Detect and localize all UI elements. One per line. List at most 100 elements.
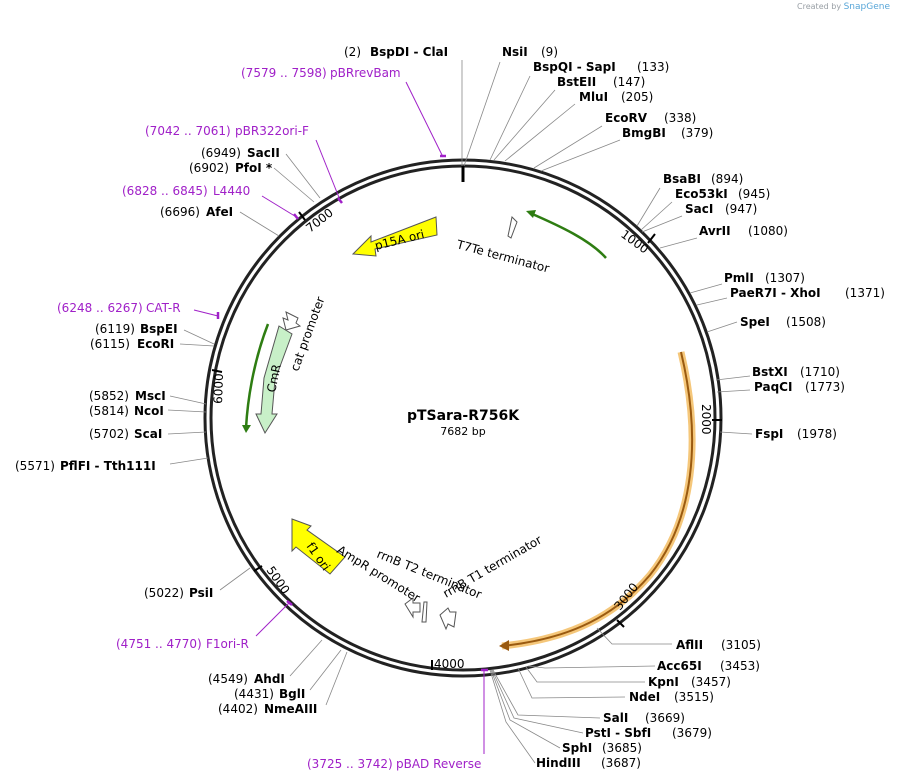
connector-afei <box>239 211 280 237</box>
rrnb-t1-terminator-label: rrnB T1 terminator <box>441 533 545 601</box>
enz-name-ncoi: NcoI <box>134 404 164 418</box>
enz-name-aflii: AflII <box>676 638 703 652</box>
enz-pos-acc65i: (3453) <box>720 659 760 673</box>
connector-l4440 <box>261 195 299 219</box>
rrnb-t2-terminator-feature <box>421 601 428 623</box>
enz-name-spei: SpeI <box>740 315 770 329</box>
enz-pos-ndei: (3515) <box>674 690 714 704</box>
enz-name-sphi: SphI <box>562 741 592 755</box>
p15a-ori-feature <box>351 216 438 257</box>
tick-7000 <box>298 211 306 221</box>
connector-nmeaiii <box>325 651 348 706</box>
enz-name-pmli: PmlI <box>724 271 754 285</box>
connector-msci <box>169 395 207 405</box>
enz-name-nmeaiii: NmeAIII <box>264 702 317 716</box>
cat-promoter-label: cat promoter <box>288 295 328 373</box>
primer-range-pbad-reverse: (3725 .. 3742) <box>307 757 393 771</box>
tick-6000 <box>211 369 223 373</box>
credit-prefix: Created by <box>797 2 842 11</box>
connector-bspqi-sapi <box>489 75 531 161</box>
enz-pos-psii: (5022) <box>144 586 184 600</box>
enz-name-mlui: MluI <box>579 90 608 104</box>
enz-pos-fspi: (1978) <box>797 427 837 441</box>
connector-pbrrevbam <box>405 81 444 158</box>
tick-3000 <box>616 619 625 628</box>
primer-range-l4440: (6828 .. 6845) <box>122 184 208 198</box>
enz-pos-msci: (5852) <box>89 389 129 403</box>
connector-acc65i <box>527 665 656 669</box>
green-arc-t7te <box>529 211 607 259</box>
enz-name-pfoi: PfoI * <box>235 161 273 175</box>
tick-label-4000: 4000 <box>434 657 465 671</box>
ampr-promoter-feature <box>404 597 421 619</box>
green-arc-cmr-arrowhead <box>242 425 251 433</box>
enz-name-nsii: NsiI <box>502 45 528 59</box>
primer-name-pbad-reverse: pBAD Reverse <box>396 757 481 771</box>
enz-name-kpni: KpnI <box>648 675 679 689</box>
connector-spei <box>706 321 738 333</box>
connector-bmgbi <box>540 139 621 172</box>
enz-name-paqci: PaqCI <box>754 380 792 394</box>
connector-bsabi <box>636 187 661 227</box>
enz-name-afei: AfeI <box>206 205 233 219</box>
primer-name-f1ori-r: F1ori-R <box>206 637 249 651</box>
enz-name-saci: SacI <box>685 202 713 216</box>
enz-pos-aflii: (3105) <box>721 638 761 652</box>
cmr-label: CmR <box>264 363 284 394</box>
connector-sphi <box>490 669 561 749</box>
enz-name-bsteii: BstEII <box>557 75 596 89</box>
enz-name-bspqi-sapi: BspQI - SapI <box>533 60 616 74</box>
tick-label-5000: 5000 <box>264 564 293 597</box>
enz-pos-nsii: (9) <box>541 45 558 59</box>
enz-name-bstxi: BstXI <box>752 365 788 379</box>
enzyme-connectors <box>167 60 753 764</box>
connector-kpni <box>525 666 645 683</box>
enz-name-ndei: NdeI <box>629 690 660 704</box>
connector-psti-sbfi <box>491 669 584 734</box>
connector-bspei <box>183 329 215 345</box>
enz-name-sali: SalI <box>603 711 628 725</box>
connector-pflfi-tth111i <box>169 457 209 465</box>
mark-l4440 <box>293 213 299 220</box>
enz-name-avrii: AvrII <box>699 224 731 238</box>
tick-5000 <box>253 565 263 572</box>
enz-pos-pflfi-tth111i: (5571) <box>15 459 55 473</box>
enz-name-ahdi: AhdI <box>254 672 285 686</box>
enz-name-bgli: BglI <box>279 687 305 701</box>
enz-pos-sacii: (6949) <box>201 146 241 160</box>
enz-pos-mlui: (205) <box>621 90 653 104</box>
enz-name-acc65i: Acc65I <box>657 659 702 673</box>
tick-label-1000: 1000 <box>618 227 651 256</box>
enz-name-scai: ScaI <box>134 427 162 441</box>
connector-fspi <box>719 431 753 435</box>
enz-pos-eco53ki: (945) <box>738 187 770 201</box>
connector-sacii <box>285 153 321 199</box>
cmr-feature <box>255 325 293 435</box>
rrnb-t1-terminator-feature <box>439 607 457 631</box>
connector-bgli <box>309 649 342 691</box>
connector-pbr322ori-f <box>315 139 341 201</box>
enz-name-eco53ki: Eco53kI <box>675 187 728 201</box>
enz-name-bspdi-clai: BspDI - ClaI <box>370 45 448 59</box>
t7te-terminator-label: T7Te terminator <box>454 237 551 275</box>
primer-range-cat-r: (6248 .. 6267) <box>57 301 143 315</box>
connector-pmli <box>689 283 723 294</box>
enz-pos-hindiii: (3687) <box>601 756 641 770</box>
enz-pos-ecorv: (338) <box>664 111 696 125</box>
t7te-terminator-feature <box>507 215 518 239</box>
enz-pos-afei: (6696) <box>160 205 200 219</box>
cat-promoter-feature <box>282 311 302 331</box>
primer-connectors <box>193 81 488 754</box>
enz-pos-paqci: (1773) <box>805 380 845 394</box>
enz-pos-psti-sbfi: (3679) <box>672 726 712 740</box>
connector-eco53ki <box>640 201 673 231</box>
green-arc-cmr <box>244 323 270 429</box>
enz-pos-bspqi-sapi: (133) <box>637 60 669 74</box>
plasmid-size: 7682 bp <box>440 425 485 438</box>
enz-pos-spei: (1508) <box>786 315 826 329</box>
enz-name-pflfi-tth111i: PflFI - Tth111I <box>60 459 156 473</box>
enz-name-ecori: EcoRI <box>137 337 174 351</box>
enz-name-fspi: FspI <box>755 427 783 441</box>
enz-pos-sphi: (3685) <box>602 741 642 755</box>
enz-pos-pmli: (1307) <box>765 271 805 285</box>
